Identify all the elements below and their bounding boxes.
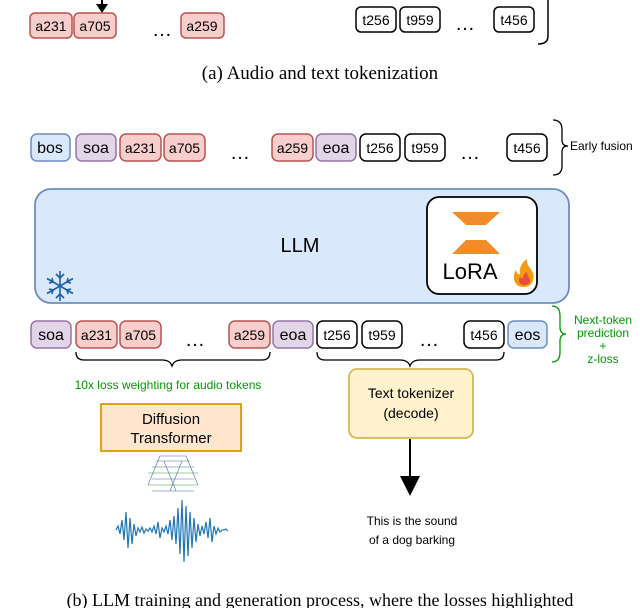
svg-text:(decode): (decode) (383, 405, 438, 421)
top-audio-token-2: a259 (180, 12, 225, 39)
top-text-token-label: t456 (500, 12, 527, 28)
lora-label: LoRA (442, 259, 497, 284)
output-text-ellipsis: … (419, 329, 439, 351)
svg-text:bos: bos (37, 140, 63, 157)
svg-text:prediction: prediction (577, 326, 629, 340)
svg-text:t256: t256 (323, 327, 350, 343)
svg-text:a231: a231 (81, 327, 112, 343)
output-sequence: soa a231 a705 … a259 eoa t256 t959 … (30, 305, 632, 392)
output-text-token-1: t959 (361, 320, 403, 349)
top-brace (537, 0, 549, 45)
input-audio-ellipsis: … (230, 142, 250, 164)
input-bos-token: bos (30, 133, 71, 162)
early-fusion-label: Early fusion (570, 139, 633, 153)
top-text-token-label: t256 (362, 12, 389, 28)
svg-text:eoa: eoa (323, 140, 350, 157)
lora-up-projection-icon (452, 240, 500, 254)
svg-text:a231: a231 (125, 140, 156, 156)
output-audio-ellipsis: … (185, 329, 205, 351)
svg-text:t456: t456 (513, 140, 540, 156)
svg-text:of a dog barking: of a dog barking (369, 533, 455, 547)
output-eoa-token: eoa (272, 320, 314, 349)
output-text-token-0: t256 (316, 320, 358, 349)
lora-dot-icon: · (475, 228, 477, 234)
svg-text:This is the sound: This is the sound (367, 514, 458, 528)
svg-text:Diffusion: Diffusion (142, 411, 200, 428)
top-audio-token-1: a705 (73, 12, 117, 39)
diffusion-network-icon (147, 455, 199, 492)
svg-text:a259: a259 (277, 140, 308, 156)
audio-tokens-brace (75, 351, 271, 369)
svg-text:soa: soa (83, 140, 109, 157)
svg-text:eos: eos (515, 327, 541, 344)
svg-text:z-loss: z-loss (587, 352, 618, 366)
output-audio-token-0: a231 (75, 320, 118, 349)
svg-text:t456: t456 (470, 327, 497, 343)
svg-text:soa: soa (38, 327, 64, 344)
svg-text:eoa: eoa (280, 327, 307, 344)
input-text-token-1: t959 (404, 133, 446, 162)
caption-a: (a) Audio and text tokenization (202, 63, 439, 84)
svg-text:a705: a705 (169, 140, 200, 156)
top-text-token-2: t456 (493, 6, 535, 33)
caption-b: (b) LLM training and generation process,… (67, 590, 574, 608)
top-audio-token-label: a705 (79, 18, 110, 34)
input-text-token-0: t256 (359, 133, 401, 162)
fire-icon (513, 259, 534, 287)
loss-label: Next-token prediction + z-loss (574, 313, 632, 366)
svg-text:Transformer: Transformer (130, 430, 211, 447)
output-soa-token: soa (30, 320, 72, 349)
input-soa-token: soa (75, 133, 117, 162)
text-tokens-brace (316, 351, 505, 369)
svg-text:a705: a705 (125, 327, 156, 343)
loss-brace (551, 305, 567, 363)
llm-block: LLM · LoRA (34, 188, 570, 304)
early-fusion-brace (552, 119, 569, 176)
part-a: a231 a705 … a259 t256 t959 … t456 (a) Au… (29, 0, 549, 84)
svg-text:+: + (599, 339, 606, 353)
top-text-ellipsis: … (455, 13, 475, 35)
input-sequence: bos soa a231 a705 … a259 eoa t256 t (30, 119, 633, 176)
top-audio-token-label: a259 (186, 18, 217, 34)
output-audio-token-2: a259 (228, 320, 271, 349)
input-text-ellipsis: … (460, 142, 480, 164)
svg-text:t959: t959 (411, 140, 438, 156)
input-audio-token-1: a705 (163, 133, 206, 162)
lora-panel: · LoRA (426, 196, 538, 295)
top-text-token-label: t959 (406, 12, 433, 28)
llm-label: LLM (281, 235, 320, 257)
output-text-token-2: t456 (463, 320, 505, 349)
input-eoa-token: eoa (315, 133, 357, 162)
text-tokenizer-block: Text tokenizer (decode) (348, 368, 474, 439)
output-audio-token-1: a705 (119, 320, 162, 349)
svg-text:t256: t256 (366, 140, 393, 156)
top-audio-token-0: a231 (29, 12, 73, 39)
input-audio-token-0: a231 (119, 133, 162, 162)
output-eos-token: eos (507, 320, 548, 349)
svg-text:a259: a259 (234, 327, 265, 343)
diffusion-transformer-block: Diffusion Transformer (100, 403, 242, 452)
input-audio-token-2: a259 (271, 133, 314, 162)
waveform-icon (115, 499, 229, 563)
top-audio-token-label: a231 (35, 18, 66, 34)
svg-text:Text tokenizer: Text tokenizer (368, 385, 455, 401)
top-ellipsis: … (152, 19, 172, 41)
input-text-token-2: t456 (506, 133, 548, 162)
audio-weight-label: 10x loss weighting for audio tokens (75, 378, 262, 392)
output-text: This is the sound of a dog barking (367, 514, 458, 547)
top-text-token-1: t959 (399, 6, 441, 33)
snowflake-icon (46, 271, 74, 301)
svg-text:Next-token: Next-token (574, 313, 632, 327)
top-arrow-head (96, 4, 108, 13)
lora-down-projection-icon (452, 212, 500, 225)
svg-text:t959: t959 (368, 327, 395, 343)
top-text-token-0: t256 (355, 6, 397, 33)
